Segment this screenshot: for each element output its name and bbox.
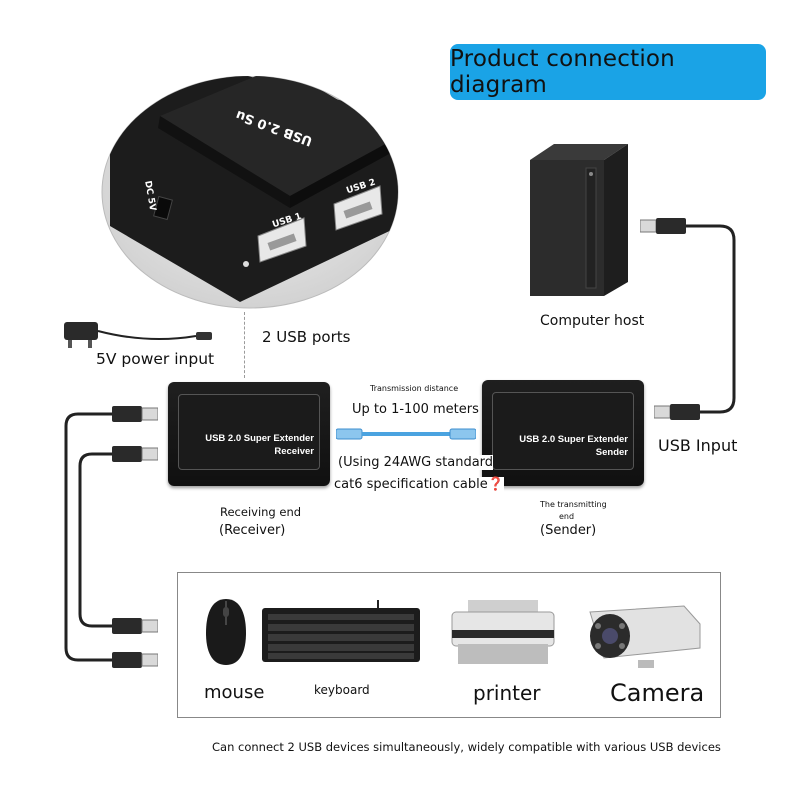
sender-caption-1: The transmitting [540,500,607,509]
keyboard-icon [262,600,420,662]
footer-note: Can connect 2 USB devices simultaneously… [212,740,721,754]
usb-plug-device-1 [112,618,158,634]
sender-caption-2: end [559,512,575,521]
receiver-panel [178,394,320,470]
receiver-caption-2: (Receiver) [219,523,286,538]
computer-host-label: Computer host [540,313,645,329]
usb-plug-sender [654,404,700,420]
transmission-distance: Up to 1-100 meters [352,402,479,417]
keyboard-label: keyboard [314,683,370,697]
diagram-title: Product connection diagram [450,44,766,100]
cable-spec-line2: cat6 specification cable❓ [334,477,504,492]
mouse-label: mouse [204,682,265,703]
sender-line1: USB 2.0 Super Extender [519,434,628,445]
cable-spec-line1: (Using 24AWG standard [338,455,494,470]
receiver-line2: Receiver [274,446,314,457]
ethernet-cable [336,428,476,440]
sender-unit: USB 2.0 Super Extender Sender [482,380,644,486]
transmission-caption: Transmission distance [370,384,459,393]
sender-caption-3: (Sender) [540,523,597,538]
receiver-line1: USB 2.0 Super Extender [205,433,314,444]
usb-input-label: USB Input [658,436,738,455]
usb-plug-receiver-1 [112,406,158,422]
receiver-unit: USB 2.0 Super Extender Receiver [168,382,330,486]
usb-plug-device-2 [112,652,158,668]
power-input-label: 5V power input [96,350,215,368]
camera-icon [589,605,701,668]
ports-closeup: DC 5V USB 1 USB 2 USB 2.0 Su [100,75,400,316]
printer-label: printer [473,681,541,705]
usb-plug-receiver-2 [112,446,158,462]
sender-line2: Sender [595,447,628,458]
power-adapter-icon [64,322,212,348]
usb-ports-label: 2 USB ports [262,328,351,346]
sender-panel [492,392,634,470]
mouse-icon [206,599,246,665]
devices-frame [177,572,721,718]
printer-icon [451,600,555,664]
camera-label: Camera [610,679,705,707]
usb-plug-host [640,218,686,234]
ports-closeup-graphic [101,75,399,309]
computer-tower-icon [530,144,628,296]
receiver-caption-1: Receiving end [220,505,302,519]
closeup-leader-line [244,312,245,378]
